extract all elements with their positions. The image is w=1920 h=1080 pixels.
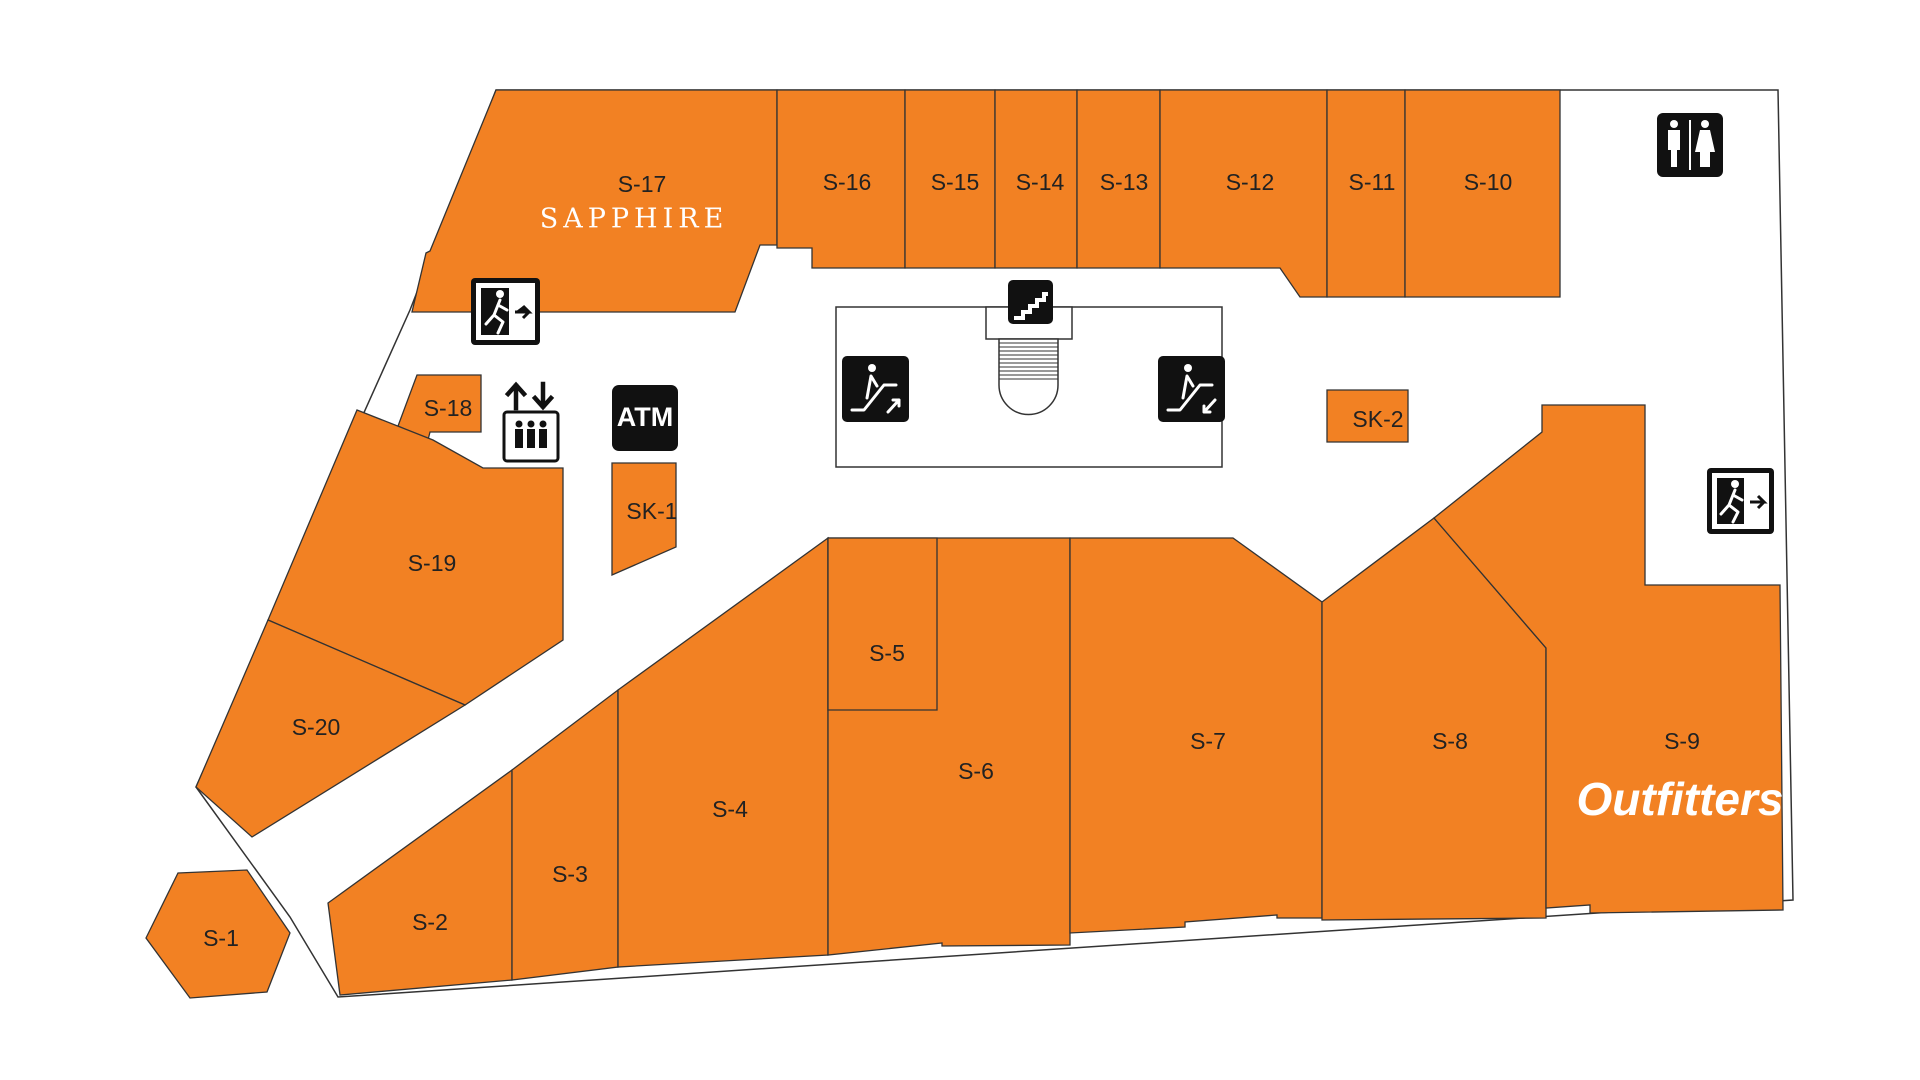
unit-sk-1[interactable]	[611, 462, 677, 576]
unit-s-20[interactable]	[195, 619, 467, 838]
unit-label-s-14: S-14	[1016, 169, 1065, 195]
unit-label-s-4: S-4	[712, 796, 748, 822]
unit-s-1[interactable]	[145, 869, 291, 999]
unit-label-s-15: S-15	[931, 169, 980, 195]
emergency-exit-icon[interactable]	[471, 278, 540, 345]
unit-label-s-10: S-10	[1464, 169, 1513, 195]
unit-label-s-18: S-18	[424, 395, 473, 421]
unit-s-17[interactable]	[411, 89, 778, 313]
unit-label-s-6: S-6	[958, 758, 994, 784]
elevator-icon[interactable]	[502, 381, 560, 463]
restroom-icon[interactable]	[1657, 113, 1723, 177]
escalator-down-icon[interactable]	[1158, 356, 1225, 422]
unit-label-s-19: S-19	[408, 550, 457, 576]
brand-logo-sapphire: SAPPHIRE	[540, 204, 729, 235]
unit-label-s-1: S-1	[203, 925, 239, 951]
unit-s-9[interactable]	[1433, 404, 1784, 914]
unit-s-5[interactable]	[827, 537, 938, 711]
spiral-stair	[998, 338, 1059, 416]
unit-label-s-2: S-2	[412, 909, 448, 935]
stairs-icon[interactable]	[1008, 280, 1053, 324]
unit-label-s-12: S-12	[1226, 169, 1275, 195]
atm-icon[interactable]: ATM	[612, 385, 678, 451]
atm-label: ATM	[617, 402, 673, 432]
unit-label-s-5: S-5	[869, 640, 905, 666]
unit-label-sk-2: SK-2	[1352, 406, 1403, 432]
unit-label-s-9: S-9	[1664, 728, 1700, 754]
escalator-up-icon[interactable]	[842, 356, 909, 422]
unit-s-10[interactable]	[1404, 89, 1561, 298]
stair-steps	[999, 342, 1058, 380]
unit-label-s-13: S-13	[1100, 169, 1149, 195]
unit-label-s-3: S-3	[552, 861, 588, 887]
unit-s-7[interactable]	[1069, 537, 1323, 934]
unit-label-s-16: S-16	[823, 169, 872, 195]
brand-logo-outfitters: Outfitters	[1577, 773, 1784, 825]
unit-label-s-20: S-20	[292, 714, 341, 740]
unit-sk-2[interactable]	[1326, 389, 1409, 443]
unit-label-s-11: S-11	[1349, 169, 1396, 195]
emergency-exit-icon[interactable]	[1707, 468, 1774, 534]
unit-label-s-7: S-7	[1190, 728, 1226, 754]
unit-label-sk-1: SK-1	[626, 498, 677, 524]
unit-label-s-17: S-17	[618, 171, 667, 197]
unit-label-s-8: S-8	[1432, 728, 1468, 754]
